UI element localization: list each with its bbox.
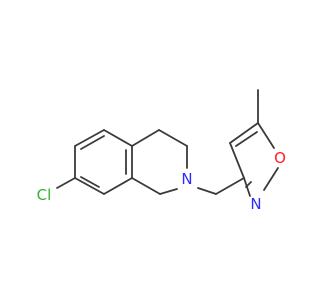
- bond: [235, 131, 258, 147]
- bond: [56, 177, 76, 189]
- bond: [131, 177, 161, 195]
- bond: [74, 129, 105, 147]
- bond: [245, 181, 252, 188]
- chlorine-label: Cl: [37, 186, 52, 204]
- bond: [103, 177, 133, 195]
- bond: [103, 129, 133, 147]
- bond: [197, 187, 217, 195]
- bond: [215, 177, 245, 195]
- bond: [158, 129, 188, 147]
- atom-labels: Cl N O N: [37, 149, 286, 213]
- isoxazole-oxygen-label: O: [274, 149, 286, 167]
- ring-nitrogen-label: N: [181, 170, 192, 188]
- bond: [159, 188, 178, 195]
- bond: [80, 176, 100, 188]
- isoxazole-nitrogen-label: N: [250, 195, 261, 213]
- bond: [263, 167, 279, 191]
- bonds: [56, 89, 279, 197]
- bond: [229, 122, 259, 144]
- structure-diagram: Cl N O N: [37, 89, 286, 213]
- molecule-canvas: Cl N O N: [36, 89, 286, 213]
- bond: [74, 177, 105, 195]
- bond: [257, 122, 275, 149]
- bond: [229, 142, 245, 179]
- bond: [131, 129, 160, 147]
- bond: [80, 135, 105, 150]
